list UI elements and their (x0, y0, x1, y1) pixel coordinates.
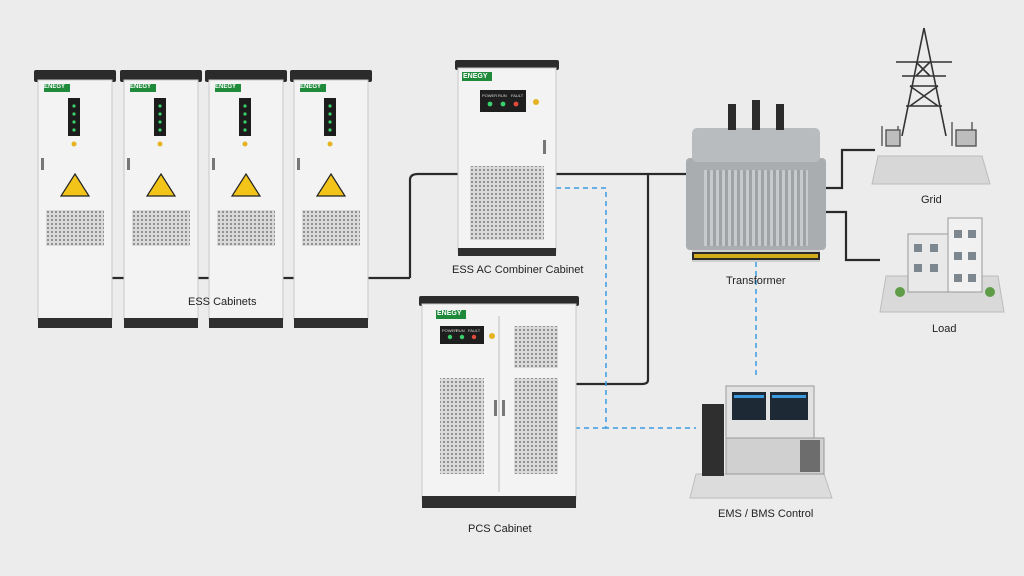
warning-icon (315, 172, 347, 197)
ess-cabinet (205, 70, 287, 328)
indicator-run-label: RUN (498, 93, 507, 98)
warning-icon (230, 172, 262, 197)
grid-label: Grid (921, 194, 942, 206)
grid-substation (871, 27, 991, 185)
brand-logo: ENEGY (300, 84, 322, 90)
brand-logo: ENEGY (463, 73, 488, 80)
transformer (686, 100, 826, 262)
building-icon (907, 217, 983, 293)
indicator-power-label: POWER (482, 93, 498, 98)
warning-icon (59, 172, 91, 197)
monitor-icon (732, 392, 808, 420)
indicator-fault-label: FAULT (511, 93, 524, 98)
combiner-to-ems-comm (556, 187, 696, 429)
ess-cabinet-group (34, 70, 372, 328)
brand-logo: ENEGY (130, 84, 152, 90)
communication-lines (556, 187, 757, 429)
ess-cabinet (34, 70, 116, 328)
ess-cabinet (120, 70, 202, 328)
ess-to-combiner-cable (408, 172, 458, 278)
ess-cabinets-label: ESS Cabinets (188, 296, 257, 308)
pcs-cabinet (419, 296, 579, 508)
brand-logo: ENEGY (215, 84, 237, 90)
pcs-cabinet-label: PCS Cabinet (468, 523, 532, 535)
transformer-to-load-cable (820, 210, 880, 262)
load-label: Load (932, 323, 957, 335)
ac-combiner-label: ESS AC Combiner Cabinet (452, 264, 584, 276)
warning-icon (145, 172, 177, 197)
transformer-to-grid-cable (820, 148, 875, 190)
ems-bms-station (689, 385, 833, 499)
indicator-fault-label: FAULT (468, 328, 481, 333)
transformer-to-pcs-cable (575, 174, 650, 386)
transformer-label: Transformer (726, 275, 786, 287)
transmission-tower-icon (896, 27, 952, 137)
brand-logo: ENEGY (44, 84, 66, 90)
load-building (879, 217, 1005, 313)
indicator-run-label: RUN (456, 328, 465, 333)
ac-combiner-cabinet (455, 60, 559, 256)
indicator-power-label: POWER (442, 328, 458, 333)
ess-cabinet (290, 70, 372, 328)
ems-bms-label: EMS / BMS Control (718, 508, 814, 520)
brand-logo: ENEGY (437, 310, 462, 317)
